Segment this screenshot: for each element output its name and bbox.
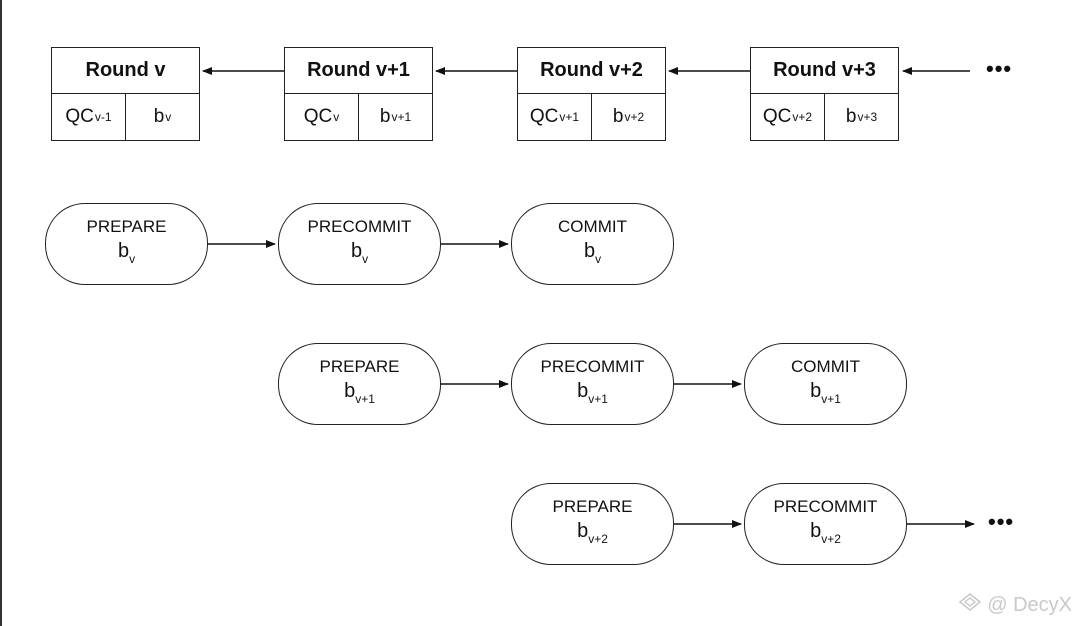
- phase-name: PRECOMMIT: [773, 497, 878, 516]
- phase-block: bv: [350, 240, 369, 266]
- phase-name: COMMIT: [791, 357, 860, 376]
- phase-precommit-bv: PRECOMMIT bv: [278, 203, 441, 285]
- phase-name: PREPARE: [552, 497, 633, 516]
- phase-commit-bv: COMMIT bv: [511, 203, 674, 285]
- phase-prepare-bv2: PREPARE bv+2: [511, 483, 674, 565]
- round-chain-ellipsis: •••: [986, 56, 1013, 81]
- round-title: Round v+2: [518, 48, 665, 94]
- watermark-text: @ DecyX: [987, 593, 1072, 616]
- pipeline-ellipsis: •••: [988, 509, 1015, 534]
- round-title: Round v+1: [285, 48, 432, 94]
- phase-prepare-bv1: PREPARE bv+1: [278, 343, 441, 425]
- phase-name: PRECOMMIT: [540, 357, 645, 376]
- phase-commit-bv1: COMMIT bv+1: [744, 343, 907, 425]
- phase-block: bv+2: [577, 520, 608, 546]
- phase-block: bv+2: [810, 520, 841, 546]
- round-title: Round v: [52, 48, 199, 94]
- round-title: Round v+3: [751, 48, 898, 94]
- phase-name: PREPARE: [86, 217, 167, 236]
- phase-block: bv+1: [577, 380, 608, 406]
- phase-name: PRECOMMIT: [307, 217, 412, 236]
- diamond-logo-icon: [957, 592, 983, 618]
- phase-block: bv: [583, 240, 602, 266]
- phase-name: COMMIT: [558, 217, 627, 236]
- watermark: @ DecyX: [957, 592, 1072, 618]
- left-border-line: [0, 0, 2, 626]
- phase-precommit-bv1: PRECOMMIT bv+1: [511, 343, 674, 425]
- phase-name: PREPARE: [319, 357, 400, 376]
- phase-prepare-bv: PREPARE bv: [45, 203, 208, 285]
- phase-block: bv+1: [344, 380, 375, 406]
- phase-block: bv+1: [810, 380, 841, 406]
- phase-precommit-bv2: PRECOMMIT bv+2: [744, 483, 907, 565]
- phase-block: bv: [117, 240, 136, 266]
